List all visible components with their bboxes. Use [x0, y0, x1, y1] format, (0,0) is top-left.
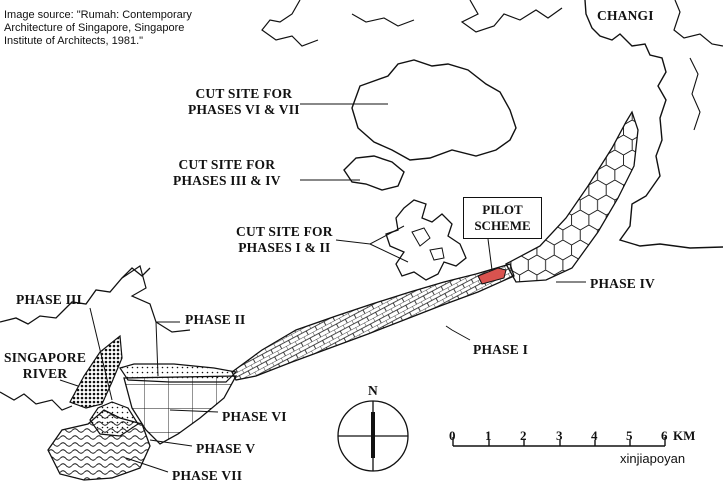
changi-coastline: [584, 0, 723, 249]
north-river: [460, 0, 563, 33]
cut-site-iii-iv: [343, 155, 405, 191]
pilot-scheme-line-2: SCHEME: [474, 218, 531, 233]
scale-tick-4: 4: [591, 428, 598, 443]
pilot-scheme-area: [477, 267, 507, 285]
cut-site-vi-vii-line-1: CUT SITE FOR: [195, 86, 293, 101]
changi-label: CHANGI: [597, 8, 654, 23]
singapore-river-bank: [0, 391, 73, 411]
source-line-3: Institute of Architects, 1981.": [4, 35, 144, 47]
pilot-scheme-label: PILOT SCHEME: [463, 197, 542, 239]
kallang-river: [121, 265, 191, 333]
scale-tick-1: 1: [485, 428, 492, 443]
cut-site-vi-vii-label: CUT SITE FOR PHASES VI & VII: [188, 86, 300, 118]
cut-site-i-ii-inner: [411, 227, 445, 261]
cut-site-iii-iv-line-1: CUT SITE FOR: [178, 157, 276, 172]
north-shore: [351, 13, 415, 27]
cut-site-iii-iv-line-2: PHASES III & IV: [173, 173, 281, 188]
scale-tick-3: 3: [556, 428, 563, 443]
phase-iii-area: [69, 334, 123, 409]
north-label: N: [368, 383, 378, 398]
singapore-river-line-1: SINGAPORE: [4, 350, 87, 365]
scale-unit: KM: [673, 428, 696, 443]
phase-ii-label: PHASE II: [185, 312, 246, 327]
cut-site-iii-iv-label: CUT SITE FOR PHASES III & IV: [173, 157, 281, 189]
phase-iii-label: PHASE III: [16, 292, 82, 307]
source-line-2: Architecture of Singapore, Singapore: [4, 22, 185, 34]
scale-tick-6: 6: [661, 428, 668, 443]
cut-site-vi-vii-line-2: PHASES VI & VII: [188, 102, 300, 117]
phase-v-area: [89, 401, 139, 437]
scale-tick-0: 0: [449, 428, 456, 443]
phase-iv-label: PHASE IV: [590, 276, 655, 291]
cut-site-i-ii-line-2: PHASES I & II: [238, 240, 331, 255]
cut-site-vi-vii: [351, 59, 517, 161]
singapore-river-label: SINGAPORE RIVER: [4, 350, 86, 382]
scale-tick-2: 2: [520, 428, 527, 443]
scale-bar: [452, 437, 666, 447]
phase-vi-label: PHASE VI: [222, 409, 287, 424]
north-inlet: [261, 0, 319, 47]
pilot-scheme-line-1: PILOT: [482, 202, 523, 217]
cut-site-i-ii-line-1: CUT SITE FOR: [236, 224, 333, 239]
image-source-note: Image source: "Rumah: Contemporary Archi…: [4, 9, 192, 48]
phase-v-label: PHASE V: [196, 441, 256, 456]
singapore-river-line-2: RIVER: [22, 366, 68, 381]
phase-vii-label: PHASE VII: [172, 468, 243, 483]
east-coastline: [673, 0, 723, 47]
phase-i-label: PHASE I: [473, 342, 529, 357]
phase-iv-area: [505, 110, 639, 283]
cut-site-i-ii-label: CUT SITE FOR PHASES I & II: [236, 224, 333, 256]
east-shore: [689, 57, 701, 131]
watermark: xinjiapoyan: [620, 451, 686, 466]
west-coastline: [0, 267, 151, 325]
north-arrow: [337, 400, 409, 472]
scale-tick-5: 5: [626, 428, 633, 443]
source-line-1: Image source: "Rumah: Contemporary: [4, 9, 192, 21]
leader-lines: [59, 103, 586, 473]
phase-i-strip: [231, 263, 515, 381]
